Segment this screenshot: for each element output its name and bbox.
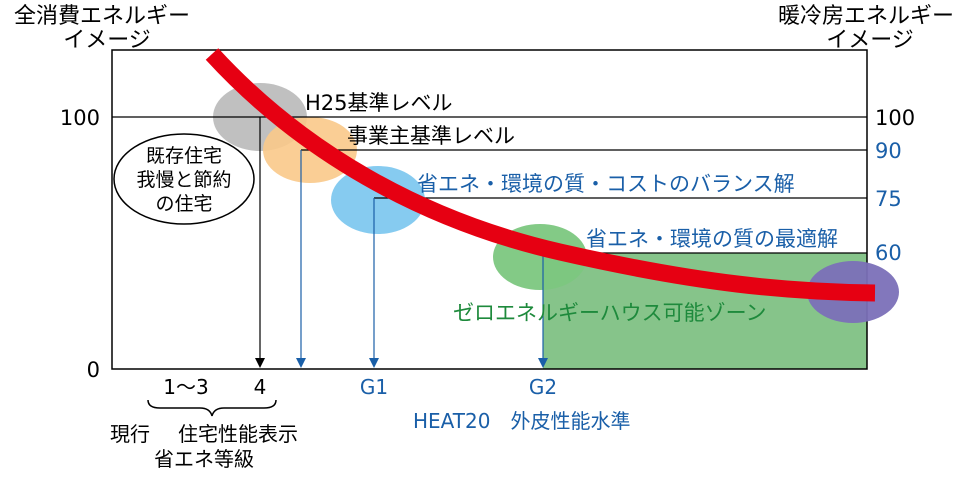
drop-arrow-jigyo	[296, 358, 306, 368]
grade-brace	[147, 399, 277, 417]
x-label-g2: G2	[529, 375, 557, 399]
left-tick-0: 0	[87, 358, 100, 382]
label-h25: H25基準レベル	[305, 91, 453, 115]
drop-arrow-grade4	[255, 358, 265, 368]
label-g2: 省エネ・環境の質の最適解	[586, 227, 838, 251]
x-label-g1: G1	[360, 375, 388, 399]
label-zeh-zone: ゼロエネルギーハウス可能ゾーン	[453, 301, 767, 325]
x-label-grade-range: 1〜3	[163, 375, 208, 399]
right-tick-90: 90	[875, 139, 902, 163]
drop-arrow-g2	[538, 358, 548, 368]
x-label-grade4: 4	[254, 375, 267, 399]
x-label-grade-caption-line1: 住宅性能表示	[178, 422, 298, 446]
x-label-grade-caption-line2: 省エネ等級	[154, 447, 254, 471]
plot-frame	[111, 49, 868, 370]
existing-house-bubble	[113, 133, 255, 225]
right-axis-label-line1: 暖冷房エネルギー	[778, 4, 954, 29]
right-tick-75: 75	[875, 187, 902, 211]
right-axis-label-line2: イメージ	[826, 28, 914, 53]
g1-circle	[331, 166, 425, 234]
left-axis-label-line1: 全消費エネルギー	[14, 4, 190, 29]
label-g1: 省エネ・環境の質・コストのバランス解	[417, 172, 795, 196]
existing-house-line1: 既存住宅	[146, 145, 222, 167]
right-tick-100: 100	[875, 106, 915, 130]
existing-house-line3: の住宅	[155, 193, 212, 215]
drop-arrow-g1	[369, 358, 379, 368]
left-axis-label-line2: イメージ	[63, 28, 151, 53]
existing-house-line2: 我慢と節約	[136, 169, 231, 191]
x-label-current: 現行	[110, 422, 150, 446]
energy-curve	[205, 48, 876, 302]
left-tick-100: 100	[60, 106, 100, 130]
label-jigyo: 事業主基準レベル	[347, 124, 515, 148]
x-label-heat20: HEAT20 外皮性能水準	[413, 409, 630, 433]
right-tick-60: 60	[875, 241, 902, 265]
